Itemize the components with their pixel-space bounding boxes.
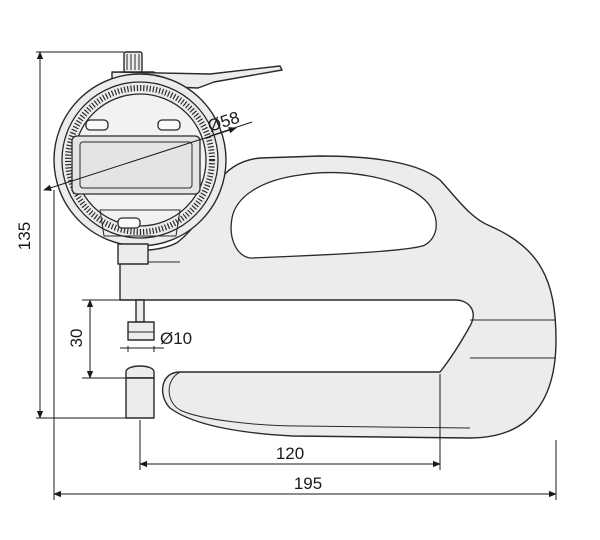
dial-button-left [85,119,109,131]
dial-button-bottom [117,217,141,229]
grip-opening [230,171,437,259]
dim-length-total-label: 195 [294,474,322,493]
dim-gap: 30 [67,299,136,379]
dim-height-total: 135 [15,51,126,419]
dim-anvil-diameter-label: Ø10 [160,329,192,348]
dim-height-total-label: 135 [15,222,34,250]
dial-display-window [71,135,201,195]
dim-length-total: 195 [53,190,557,500]
dim-throat-depth-label: 120 [276,444,304,463]
frame-detail-lines [120,261,556,429]
dim-gap-label: 30 [67,329,86,348]
dim-throat-depth: 120 [139,374,441,470]
measuring-anvil [125,365,155,419]
dial-button-right [157,119,181,131]
dim-anvil-diameter: Ø10 [120,329,192,352]
measuring-spindle [127,299,155,341]
